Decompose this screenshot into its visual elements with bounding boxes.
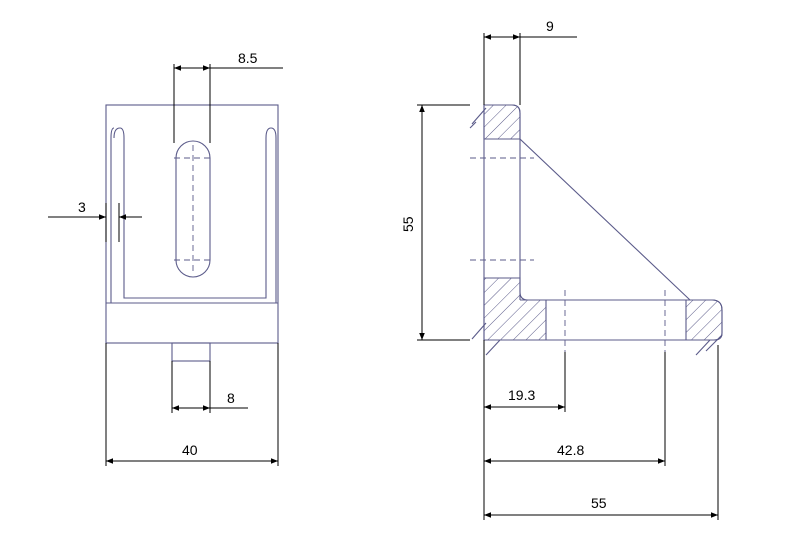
- t-nut: [171, 342, 211, 362]
- dim-height: 55: [400, 216, 416, 232]
- dim-total-length: 55: [591, 495, 607, 511]
- front-view: 8.5 3 8 40: [48, 50, 283, 466]
- hatch-corner: [483, 277, 547, 341]
- dim-nut-width: 8: [227, 390, 235, 406]
- dim-hole-1: 19.3: [508, 387, 535, 403]
- hatch-end: [685, 299, 723, 341]
- dim-total-width: 40: [182, 442, 198, 458]
- mounting-slot: [175, 140, 211, 278]
- hatch-top: [483, 104, 521, 140]
- dim-hole-2: 42.8: [557, 442, 584, 458]
- dim-flange-thickness: 9: [546, 18, 554, 34]
- dim-wall-thickness: 3: [78, 199, 86, 215]
- dim-slot-width: 8.5: [238, 50, 258, 66]
- inner-channel: [110, 127, 277, 304]
- side-view: 9 55 19.3 42.8 55: [400, 18, 723, 520]
